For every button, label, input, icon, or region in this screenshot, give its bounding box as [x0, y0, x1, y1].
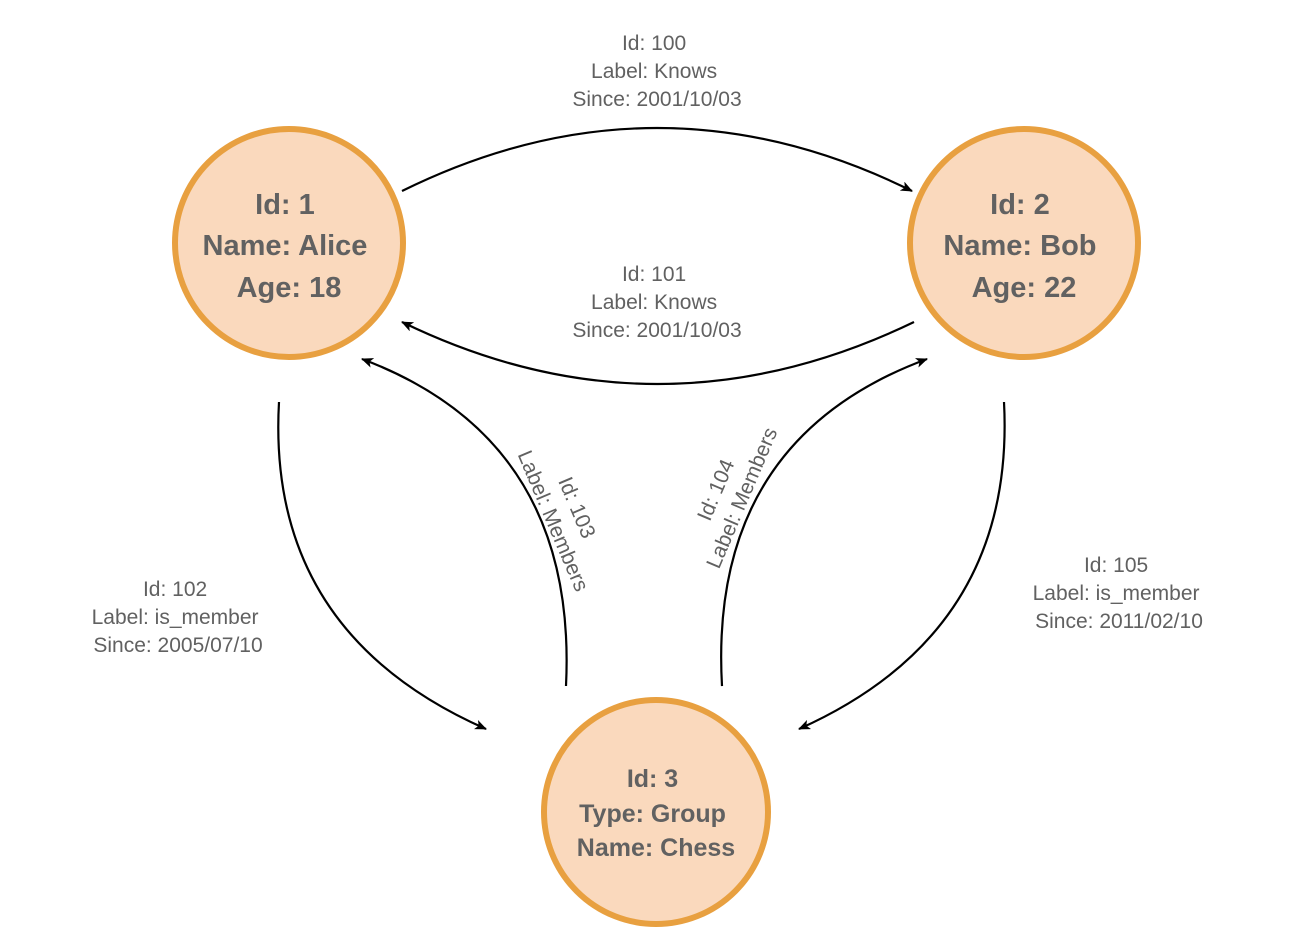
node-bob-line-2: Name: Bob — [943, 230, 1096, 262]
edge-104-label: Id: 104 Label: Members — [677, 414, 782, 572]
node-alice[interactable]: Id: 1 Name: Alice Age: 18 — [172, 126, 406, 360]
edge-100-label-line-1: Id: 100 — [622, 32, 686, 55]
edge-101-label-line-3: Since: 2001/10/03 — [572, 319, 741, 342]
edge-103-label: Id: 103 Label: Members — [513, 437, 618, 595]
edge-103-label-group: Id: 103 Label: Members — [513, 437, 618, 595]
edge-103-line — [361, 357, 568, 687]
edge-101-label-line-2: Label: Knows — [591, 291, 717, 314]
edge-105-label-line-2: Label: is_member — [1033, 582, 1200, 605]
edge-105-label: Id: 105 Label: is_member Since: 2011/02/… — [1033, 554, 1206, 633]
edge-101-label: Id: 101 Label: Knows Since: 2001/10/03 — [572, 263, 741, 342]
edge-102-label: Id: 102 Label: is_member Since: 2005/07/… — [92, 578, 265, 657]
edge-100-label: Id: 100 Label: Knows Since: 2001/10/03 — [572, 32, 741, 111]
svg-text:Id: 1 Name: Alice: Id: 1 Name: Alice Age: 18 — [203, 189, 376, 304]
edge-105-label-line-1: Id: 105 — [1084, 554, 1148, 577]
svg-text:Id: 2 Name: Bob Ag: Id: 2 Name: Bob Age: 22 — [943, 189, 1104, 304]
edge-105-line — [798, 401, 1006, 731]
edge-104-label-group: Id: 104 Label: Members — [677, 414, 782, 572]
edge-100-label-line-3: Since: 2001/10/03 — [572, 88, 741, 111]
node-chess-line-2: Type: Group — [579, 800, 726, 828]
edge-104-line — [720, 357, 928, 687]
node-alice-line-2: Name: Alice — [203, 230, 368, 262]
node-alice-circle — [172, 126, 406, 360]
edge-102-line — [277, 401, 487, 731]
node-chess-circle — [541, 697, 771, 927]
node-chess-line-3: Name: Chess — [577, 834, 735, 862]
edge-100-label-line-2: Label: Knows — [591, 60, 717, 83]
node-alice-line-1: Id: 1 — [255, 189, 315, 221]
edge-102-label-line-2: Label: is_member — [92, 606, 259, 629]
edge-105-label-line-3: Since: 2011/02/10 — [1035, 610, 1203, 633]
svg-text:Id: 3 Type: Group: Id: 3 Type: Group Name: Chess — [577, 765, 735, 862]
edge-101-line — [401, 321, 915, 386]
edge-102-label-line-3: Since: 2005/07/10 — [93, 634, 262, 657]
node-alice-line-3: Age: 18 — [237, 272, 342, 304]
edge-100-line — [401, 126, 913, 192]
node-bob-line-3: Age: 22 — [972, 272, 1077, 304]
node-chess[interactable]: Id: 3 Type: Group Name: Chess — [541, 697, 771, 927]
node-bob[interactable]: Id: 2 Name: Bob Age: 22 — [907, 126, 1141, 360]
node-bob-circle — [907, 126, 1141, 360]
node-chess-line-1: Id: 3 — [627, 765, 678, 793]
edge-102-label-line-1: Id: 102 — [143, 578, 207, 601]
edge-101-label-line-1: Id: 101 — [622, 263, 686, 286]
node-bob-line-1: Id: 2 — [990, 189, 1050, 221]
